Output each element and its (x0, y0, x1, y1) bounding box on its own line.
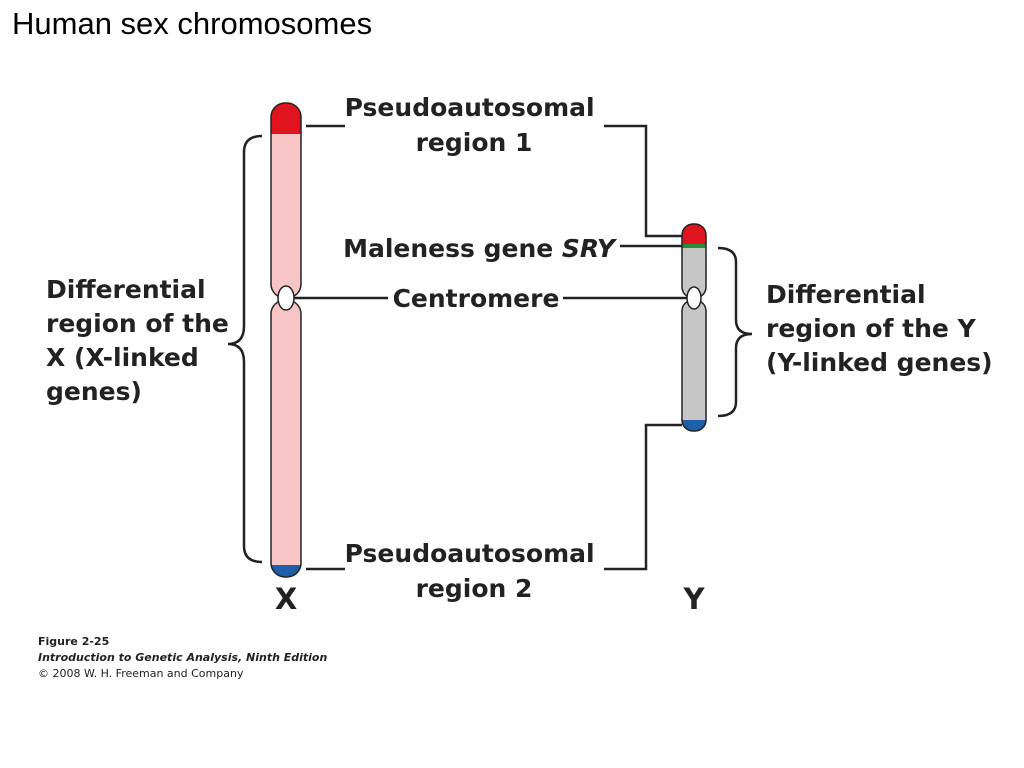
par2-label-line2: region 2 (416, 574, 533, 603)
y-pseudoautosomal-region-2 (682, 420, 706, 431)
par1-connector (306, 124, 682, 238)
svg-text:Pseudoautosomal region 2: Pseudoautosomal region 2 (345, 539, 604, 603)
svg-text:Differential region of the: Differential region of the X (X-linked g… (46, 275, 238, 406)
x-centromere (277, 285, 295, 311)
sry-label: Maleness gene SRY (343, 234, 618, 263)
x-chromosome (270, 102, 302, 578)
figure-caption: Figure 2-25 Introduction to Genetic Anal… (38, 634, 327, 682)
y-diff-label-line2: region of the Y (766, 314, 977, 343)
x-diff-brace (227, 134, 263, 564)
figure-number: Figure 2-25 (38, 635, 110, 648)
centromere-label: Centromere (393, 284, 560, 313)
y-diff-brace (717, 246, 753, 418)
svg-text:Pseudoautosomal region 1: Pseudoautosomal region 1 (345, 93, 604, 157)
par2-connector (306, 423, 682, 571)
y-sry-band (682, 244, 706, 248)
y-chromosome (681, 223, 707, 432)
y-diff-label-line1: Differential (766, 280, 926, 309)
copyright-line: © 2008 W. H. Freeman and Company (38, 667, 244, 680)
y-pseudoautosomal-region-1 (682, 224, 706, 244)
x-upper-arm (271, 103, 301, 298)
book-title: Introduction to Genetic Analysis, Ninth … (38, 651, 328, 664)
sry-gene-name: SRY (562, 234, 618, 263)
sry-label-prefix: Maleness gene (343, 234, 562, 263)
par1-label-line1: Pseudoautosomal (345, 93, 595, 122)
connector-lines (294, 124, 687, 571)
y-long-arm (682, 300, 706, 431)
x-pseudoautosomal-region-1 (271, 103, 301, 134)
x-diff-label-line1: Differential (46, 275, 206, 304)
x-diff-label-line2: region of the (46, 309, 229, 338)
par1-label-line2: region 1 (416, 128, 533, 157)
slide-title: Human sex chromosomes (12, 6, 373, 41)
x-diff-label-line3: X (X-linked (46, 343, 199, 372)
x-diff-label-line4: genes) (46, 377, 142, 406)
y-diff-label-line3: (Y-linked genes) (766, 348, 993, 377)
svg-text:Differential region of the: Differential region of the Y (Y-linked g… (766, 280, 993, 377)
x-pseudoautosomal-region-2 (271, 565, 301, 577)
y-centromere (686, 286, 702, 310)
par2-label-line1: Pseudoautosomal (345, 539, 595, 568)
x-chromosome-label: X (275, 582, 297, 616)
x-lower-arm (271, 300, 301, 577)
y-chromosome-label: Y (683, 582, 706, 616)
